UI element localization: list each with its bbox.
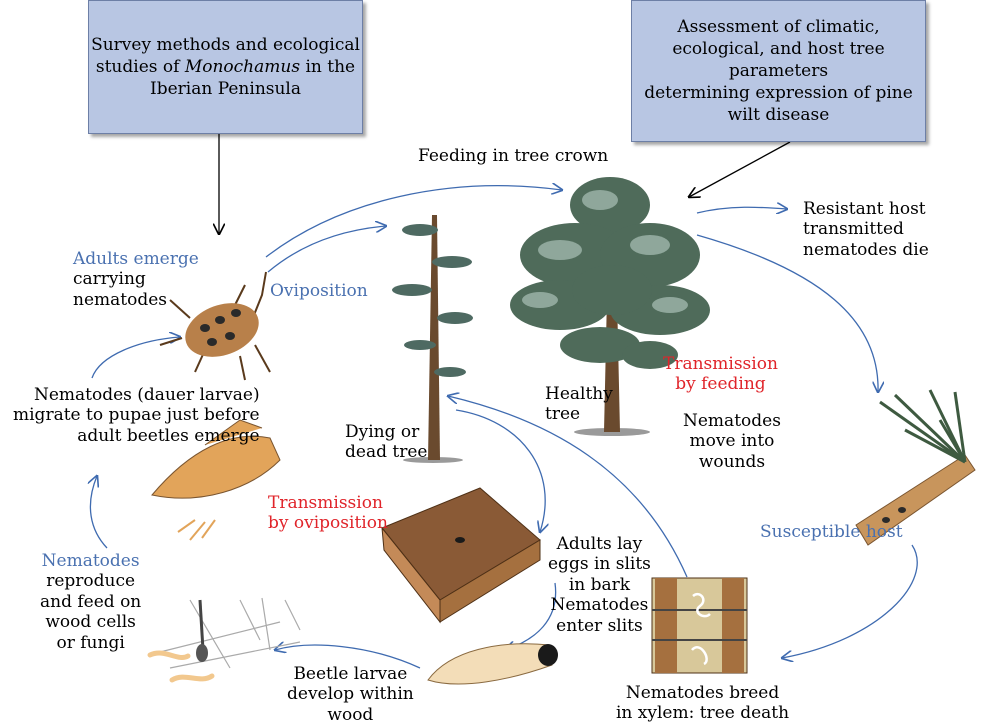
dauer-line2: migrate to pupae just before: [13, 405, 260, 425]
dauer-line1: Nematodes (dauer larvae): [13, 385, 260, 405]
adults-lay-line4: Nematodes: [548, 595, 651, 615]
arrow-emerge-to-crown: [266, 186, 562, 257]
reproduce-line3: and feed on: [40, 592, 141, 612]
reproduce-line4: wood cells: [40, 612, 141, 632]
trans-ovi-line2: by oviposition: [268, 513, 388, 533]
xylem-section: [652, 578, 747, 673]
larvae-line1: Beetle larvae: [287, 664, 414, 684]
wounds-line1: Nematodes: [683, 411, 781, 431]
survey-box-genus: Monochamus: [185, 57, 300, 77]
reproduce-line1: Nematodes: [40, 551, 141, 571]
assessment-box: Assessment of climatic, ecological, and …: [631, 0, 926, 142]
resistant-line1: Resistant host: [803, 199, 929, 219]
bark-block: [382, 488, 540, 622]
assessment-box-line2: ecological, and host tree parameters: [632, 38, 925, 82]
larvae-line3: wood: [287, 705, 414, 725]
transmission-oviposition-label: Transmission by oviposition: [268, 493, 388, 534]
feeding-crown-label: Feeding in tree crown: [418, 146, 608, 166]
wounds-label: Nematodes move into wounds: [683, 411, 781, 472]
xylem-line2: in xylem: tree death: [616, 703, 789, 723]
larvae-line2: develop within: [287, 684, 414, 704]
adults-emerge-line1: Adults emerge: [73, 249, 199, 269]
wounds-line3: wounds: [683, 452, 781, 472]
dying-line1: Dying or: [345, 422, 427, 442]
xylem-breed-label: Nematodes breed in xylem: tree death: [616, 683, 789, 724]
beetle-larva: [428, 644, 558, 684]
survey-methods-box: Survey methods and ecological studies of…: [88, 0, 363, 134]
arrow-to-resistant: [697, 207, 787, 213]
healthy-tree-label: Healthy tree: [545, 384, 613, 425]
survey-box-line3: Iberian Peninsula: [150, 78, 301, 100]
arrow-reproduce-to-dauer: [90, 476, 107, 548]
susceptible-host-label: Susceptible host: [760, 522, 903, 542]
transmission-feeding-label: Transmission by feeding: [663, 354, 778, 395]
dying-tree-label: Dying or dead tree: [345, 422, 427, 463]
trans-ovi-line1: Transmission: [268, 493, 388, 513]
assessment-box-line3: determining expression of pine: [644, 82, 913, 104]
dying-line2: dead tree: [345, 442, 427, 462]
xylem-line1: Nematodes breed: [616, 683, 789, 703]
reproduce-line5: or fungi: [40, 633, 141, 653]
healthy-line1: Healthy: [545, 384, 613, 404]
arrow-assessment-to-tree: [689, 142, 790, 197]
trans-feeding-line1: Transmission: [663, 354, 778, 374]
survey-box-line1: Survey methods and ecological: [91, 34, 360, 56]
adults-lay-line1: Adults lay: [548, 534, 651, 554]
survey-box-line2-pre: studies of: [96, 57, 185, 77]
beetle-larvae-label: Beetle larvae develop within wood: [287, 664, 414, 725]
wounds-line2: move into: [683, 431, 781, 451]
survey-box-line2-post: in the: [300, 57, 355, 77]
arrow-susceptible-to-xylem: [782, 545, 917, 658]
wood-cells-fungi: [150, 598, 300, 680]
reproduce-line2: reproduce: [40, 571, 141, 591]
arrow-emerge-to-dying: [268, 226, 386, 272]
resistant-host-label: Resistant host transmitted nematodes die: [803, 199, 929, 260]
adults-emerge-label: Adults emerge carrying nematodes: [73, 249, 199, 310]
oviposition-label: Oviposition: [270, 281, 368, 301]
dauer-larvae-label: Nematodes (dauer larvae) migrate to pupa…: [13, 385, 260, 446]
resistant-line3: nematodes die: [803, 240, 929, 260]
trans-feeding-line2: by feeding: [663, 374, 778, 394]
adults-emerge-line3: nematodes: [73, 290, 199, 310]
adults-lay-eggs-label: Adults lay eggs in slits in bark Nematod…: [548, 534, 651, 636]
adults-lay-line3: in bark: [548, 575, 651, 595]
nematodes-reproduce-label: Nematodes reproduce and feed on wood cel…: [40, 551, 141, 653]
survey-box-line2: studies of Monochamus in the: [96, 56, 355, 78]
assessment-box-line1: Assessment of climatic,: [677, 16, 879, 38]
adults-lay-line5: enter slits: [548, 616, 651, 636]
dauer-line3: adult beetles emerge: [13, 426, 260, 446]
adults-lay-line2: eggs in slits: [548, 554, 651, 574]
resistant-line2: transmitted: [803, 219, 929, 239]
healthy-line2: tree: [545, 404, 613, 424]
assessment-box-line4: wilt disease: [728, 104, 830, 126]
adults-emerge-line2: carrying: [73, 269, 199, 289]
